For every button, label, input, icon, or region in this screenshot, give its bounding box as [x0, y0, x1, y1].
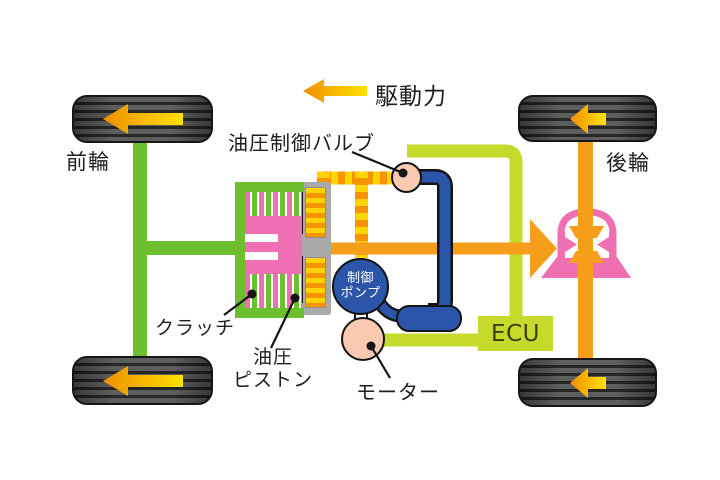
drive-force-label: 駆動力: [375, 84, 447, 110]
rear-left-tire-arrow-icon: [569, 103, 606, 134]
piston-label-line1: 油圧: [252, 346, 293, 368]
front-wheel-label: 前輪: [66, 150, 110, 174]
hydraulic-cylinder-top: [305, 187, 326, 238]
pump-motor-shaft: [354, 311, 368, 320]
rear-wheel-label: 後輪: [606, 151, 650, 175]
differential-side-gear-right: [597, 232, 614, 258]
hydraulic-control-valve: [391, 162, 422, 193]
hydraulic-cylinder-bottom: [305, 257, 326, 308]
valve-to-reservoir-pipe: [415, 169, 453, 319]
pump-label-line2: ポンプ: [340, 285, 381, 301]
ecu-valve-signal-line: [407, 144, 523, 316]
clutch-label: クラッチ: [155, 317, 236, 339]
differential-gear-top: [569, 226, 604, 238]
drive-torque-arrowhead: [530, 219, 557, 278]
control-pump: 制御 ポンプ: [332, 258, 389, 315]
differential-skirt: [541, 257, 631, 278]
front-right-tire-arrow-icon: [102, 365, 183, 396]
front-left-tire: [72, 95, 213, 143]
clutch-housing-left: [235, 182, 245, 318]
rear-right-tire: [518, 358, 657, 407]
differential-dome: [557, 208, 617, 258]
hydraulic-pipe-to-pump: [355, 172, 368, 258]
rear-left-tire: [518, 95, 657, 142]
clutch-hub: [245, 216, 302, 274]
front-left-tire-arrow-icon: [102, 104, 183, 134]
ecu-label: ECU: [491, 320, 540, 347]
pump-label-line1: 制御: [346, 270, 374, 286]
motor-label: モーター: [356, 380, 440, 404]
piston-label: 油圧 ピストン: [233, 346, 313, 392]
clutch-hub-slot-1: [245, 234, 278, 242]
clutch-housing-bottom: [235, 308, 304, 318]
ecu-box: ECU: [478, 316, 553, 351]
clutch-hub-slot-2: [245, 252, 278, 260]
drive-force-arrow-icon: [303, 78, 367, 108]
clutch-plates-top: [245, 192, 302, 216]
rear-right-tire-arrow-icon: [569, 367, 606, 398]
clutch-housing-top: [235, 182, 304, 192]
motor: [341, 317, 385, 361]
clutch-plates-bottom: [245, 274, 302, 308]
differential-icon: [541, 208, 631, 278]
front-right-tire: [72, 356, 213, 405]
differential-side-gear-left: [560, 232, 577, 258]
piston-label-line2: ピストン: [233, 368, 314, 391]
valve-label: 油圧制御バルブ: [228, 131, 375, 155]
oil-reservoir: [396, 305, 462, 332]
differential-gear-bottom: [569, 251, 604, 263]
